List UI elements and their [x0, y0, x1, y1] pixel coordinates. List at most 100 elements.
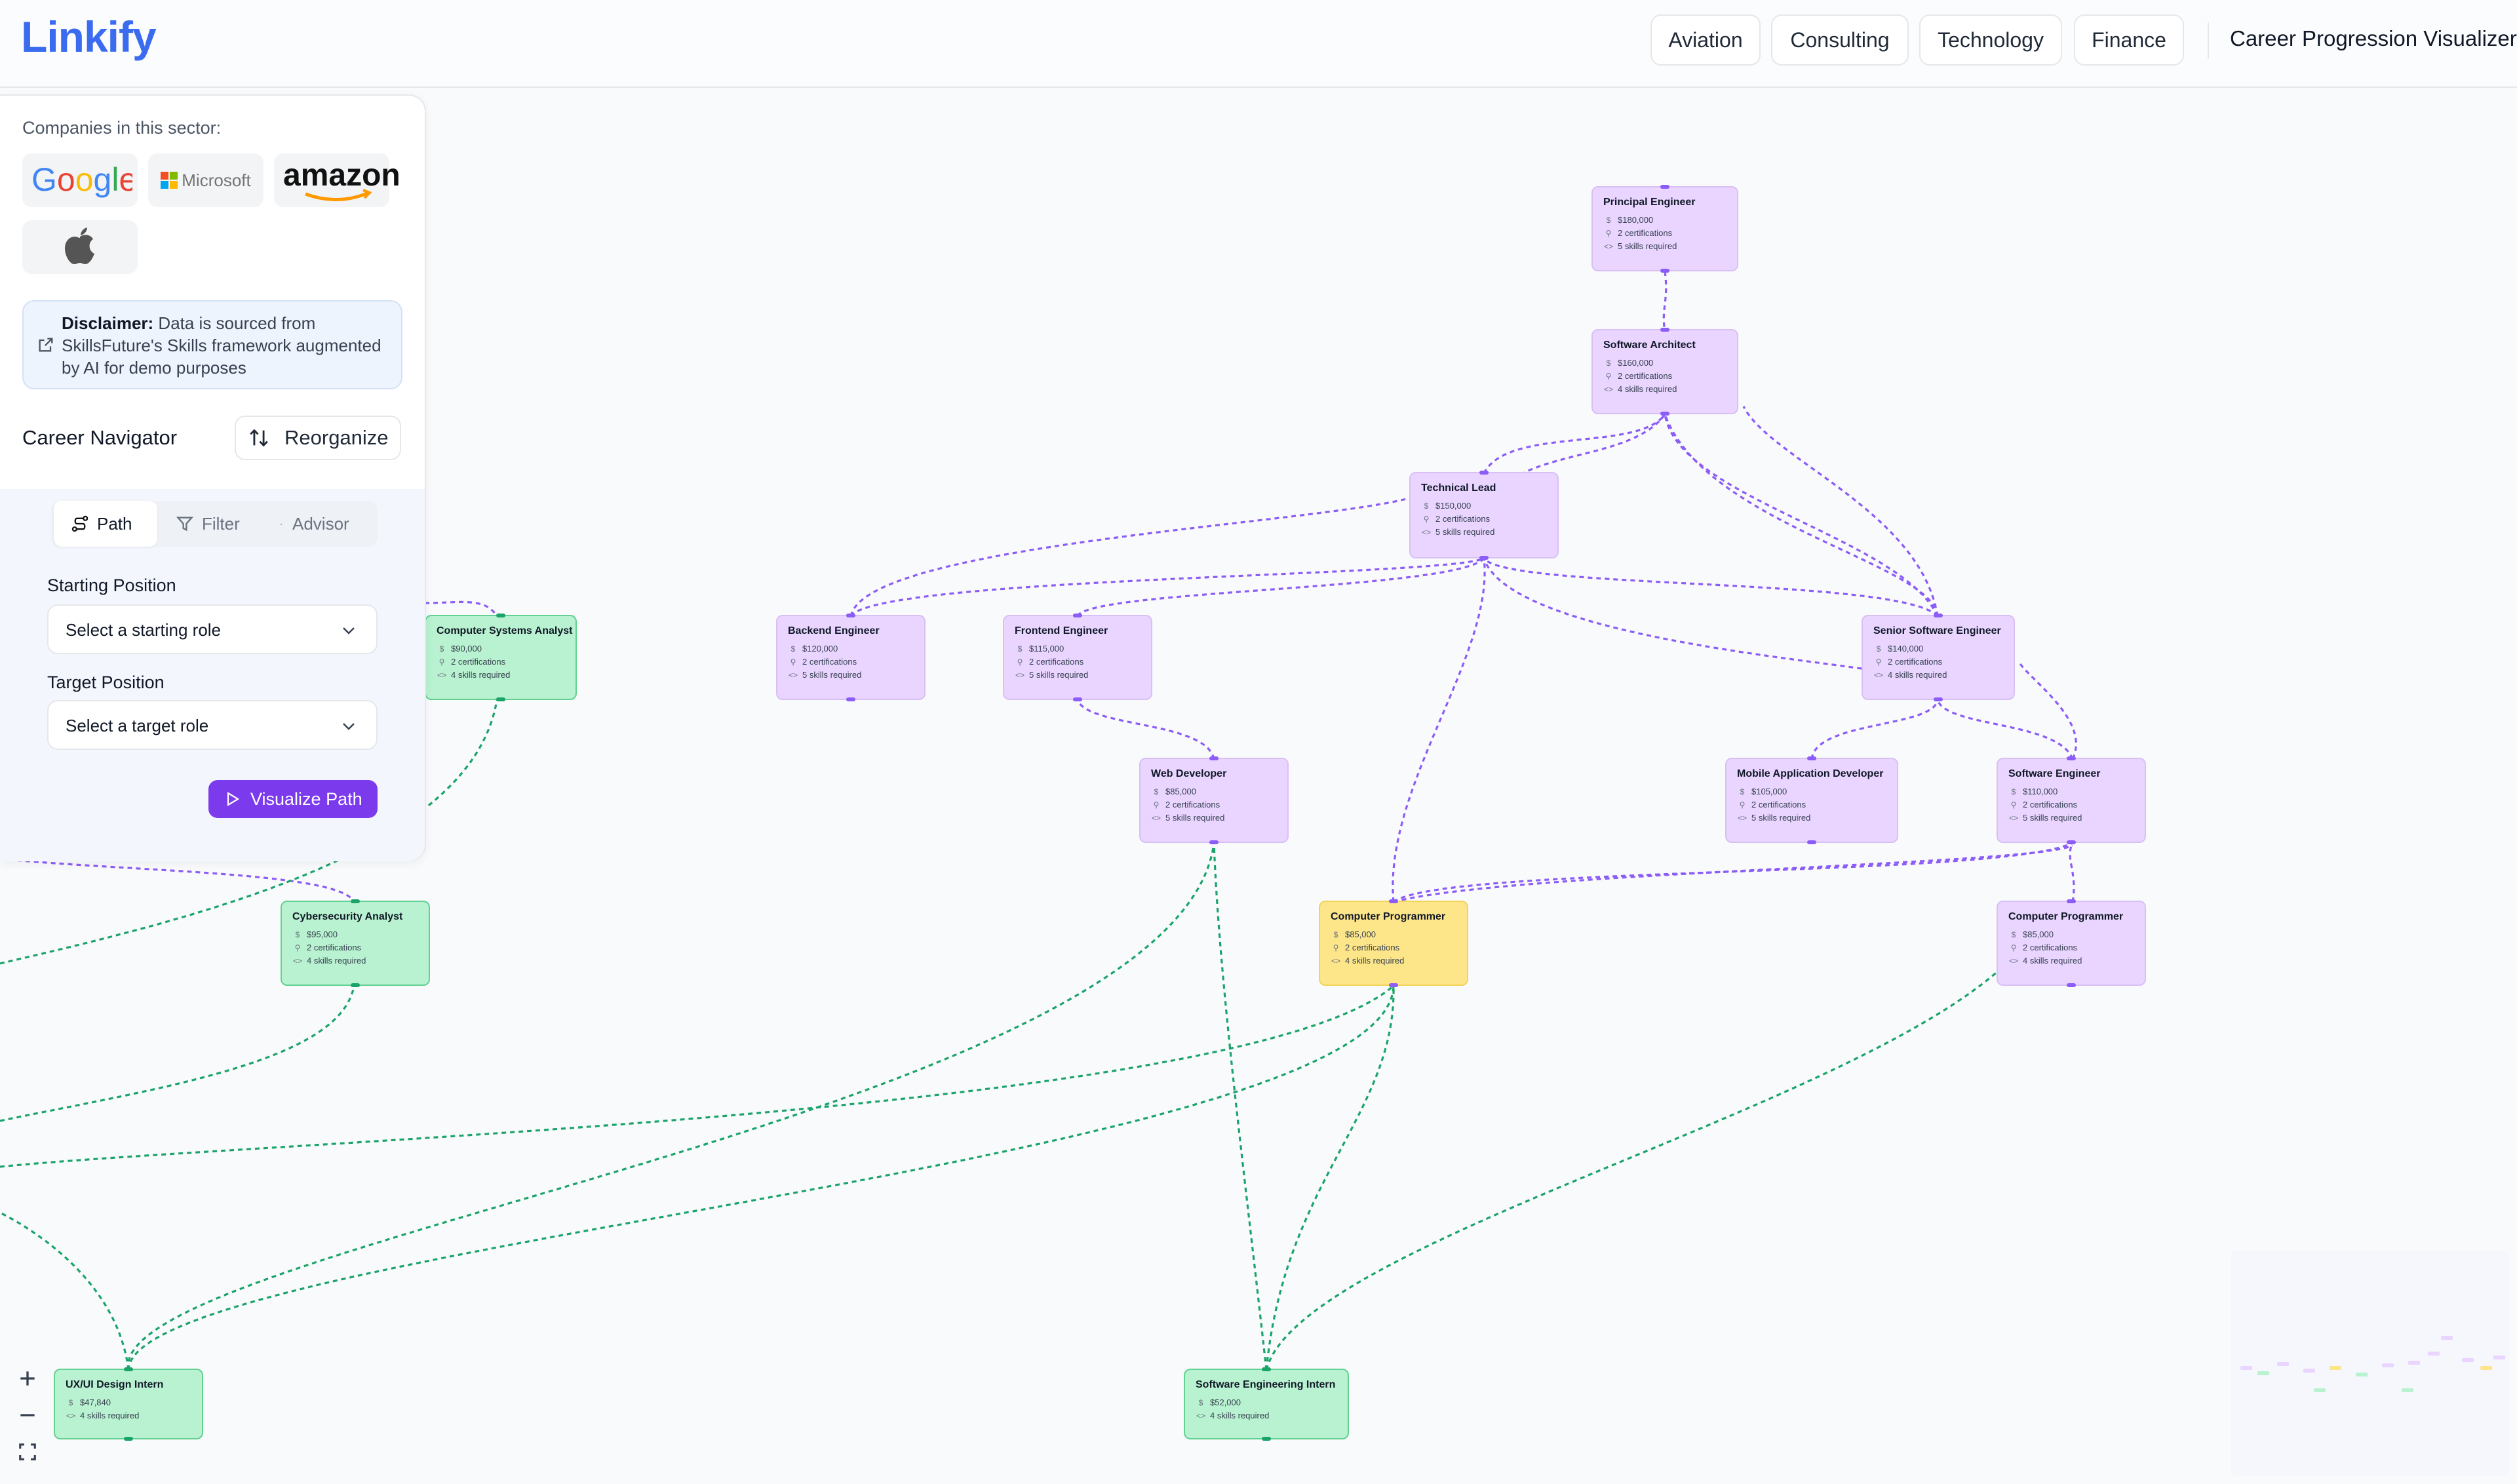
- node-handle-top[interactable]: [496, 614, 505, 617]
- dollar-icon: $: [1198, 1397, 1203, 1407]
- edge-webdev-frontend: [1076, 699, 1215, 760]
- role-title: Computer Programmer: [2008, 911, 2124, 922]
- google-logo[interactable]: Google: [22, 153, 138, 207]
- node-handle-bottom[interactable]: [1262, 1437, 1271, 1441]
- node-handle-bottom[interactable]: [1389, 983, 1398, 987]
- tab-advisor[interactable]: · Advisor: [279, 501, 371, 547]
- role-salary: $$140,000: [1873, 644, 2003, 654]
- node-handle-top[interactable]: [2067, 899, 2076, 903]
- external-link-icon[interactable]: [37, 336, 55, 354]
- role-node-web-developer[interactable]: Web Developer$$85,000⚲2 certifications<>…: [1139, 756, 1289, 844]
- nav-technology[interactable]: Technology: [1919, 14, 2062, 66]
- node-handle-top[interactable]: [124, 1367, 133, 1371]
- advisor-dot-icon: ·: [279, 517, 283, 530]
- edge-offscreen-cyber: [0, 857, 355, 903]
- role-node-uxui-design-intern[interactable]: UX/UI Design Intern$$47,840<>4 skills re…: [54, 1367, 203, 1441]
- node-handle-top[interactable]: [846, 614, 855, 617]
- node-handle-top[interactable]: [2067, 756, 2076, 760]
- node-handle-top[interactable]: [1479, 471, 1489, 475]
- app-logo[interactable]: Linkify: [21, 12, 157, 61]
- role-node-principal-engineer[interactable]: Principal Engineer$$180,000⚲2 certificat…: [1591, 185, 1738, 273]
- apple-logo[interactable]: [22, 220, 138, 274]
- award-icon: ⚲: [1605, 371, 1612, 381]
- node-handle-top[interactable]: [351, 899, 360, 903]
- role-node-computer-systems-analyst[interactable]: Computer Systems Analyst$$90,000⚲2 certi…: [425, 614, 577, 701]
- node-handle-bottom[interactable]: [1660, 412, 1669, 416]
- salary-value: $160,000: [1618, 358, 1654, 368]
- role-title: Backend Engineer: [788, 625, 880, 636]
- microsoft-logo[interactable]: Microsoft: [148, 153, 263, 207]
- node-handle-bottom[interactable]: [2067, 840, 2076, 844]
- dollar-icon: $: [1017, 644, 1023, 654]
- node-handle-top[interactable]: [1934, 614, 1943, 617]
- salary-value: $95,000: [307, 929, 338, 939]
- node-handle-top[interactable]: [1807, 756, 1816, 760]
- node-handle-bottom[interactable]: [1807, 840, 1816, 844]
- code-icon: <>: [66, 1411, 75, 1420]
- role-node-software-engineering-intern[interactable]: Software Engineering Intern$$52,000<>4 s…: [1184, 1367, 1349, 1441]
- node-handle-top[interactable]: [1209, 756, 1219, 760]
- tab-path[interactable]: Path: [54, 501, 157, 547]
- role-node-computer-programmer-b[interactable]: Computer Programmer$$85,000⚲2 certificat…: [1997, 899, 2146, 987]
- node-handle-bottom[interactable]: [496, 697, 505, 701]
- role-skills: <>5 skills required: [1015, 670, 1141, 680]
- role-node-mobile-application-developer[interactable]: Mobile Application Developer$$105,000⚲2 …: [1725, 756, 1898, 844]
- tab-filter[interactable]: Filter: [176, 501, 267, 547]
- edge-offscreen-programmer: [0, 985, 1395, 1168]
- role-salary: $$115,000: [1015, 644, 1141, 654]
- nav-consulting[interactable]: Consulting: [1771, 14, 1909, 66]
- node-handle-top[interactable]: [1660, 328, 1669, 332]
- amazon-logo[interactable]: amazon: [274, 153, 400, 207]
- skills-value: 5 skills required: [1751, 813, 1811, 823]
- target-role-select[interactable]: Select a target role: [47, 700, 378, 750]
- node-handle-bottom[interactable]: [1209, 840, 1219, 844]
- visualize-path-button[interactable]: Visualize Path: [208, 780, 378, 818]
- role-node-technical-lead[interactable]: Technical Lead$$150,000⚲2 certifications…: [1409, 471, 1559, 560]
- certifications-value: 2 certifications: [802, 657, 857, 667]
- dollar-icon: $: [1876, 644, 1881, 654]
- fit-view-button[interactable]: [9, 1435, 46, 1468]
- role-certifications: ⚲2 certifications: [1015, 657, 1141, 667]
- node-handle-bottom[interactable]: [351, 983, 360, 987]
- dollar-icon: $: [1424, 501, 1429, 511]
- dollar-icon: $: [1606, 215, 1611, 225]
- role-node-software-engineer[interactable]: Software Engineer$$110,000⚲2 certificati…: [1997, 756, 2146, 844]
- role-node-senior-software-engineer[interactable]: Senior Software Engineer$$140,000⚲2 cert…: [1862, 614, 2015, 701]
- nav-aviation[interactable]: Aviation: [1650, 14, 1761, 66]
- node-handle-top[interactable]: [1073, 614, 1082, 617]
- certifications-value: 2 certifications: [1618, 371, 1673, 381]
- certifications-value: 2 certifications: [1345, 943, 1400, 952]
- minimap[interactable]: [2231, 1251, 2509, 1476]
- node-handle-bottom[interactable]: [846, 697, 855, 701]
- starting-position-label: Starting Position: [47, 576, 176, 595]
- starting-role-select[interactable]: Select a starting role: [47, 604, 378, 654]
- role-node-computer-programmer-a[interactable]: Computer Programmer$$85,000⚲2 certificat…: [1319, 899, 1468, 987]
- node-handle-top[interactable]: [1660, 185, 1669, 189]
- code-icon: <>: [2008, 956, 2018, 966]
- node-handle-top[interactable]: [1389, 899, 1398, 903]
- reorganize-button[interactable]: Reorganize: [235, 416, 401, 460]
- edge-mobile-senior: [1810, 699, 1939, 760]
- role-node-software-architect[interactable]: Software Architect$$160,000⚲2 certificat…: [1591, 328, 1738, 416]
- dollar-icon: $: [68, 1397, 73, 1407]
- node-handle-top[interactable]: [1262, 1367, 1271, 1371]
- node-handle-bottom[interactable]: [1660, 269, 1669, 273]
- role-title: Computer Systems Analyst: [437, 625, 573, 636]
- role-node-cybersecurity-analyst[interactable]: Cybersecurity Analyst$$95,000⚲2 certific…: [281, 899, 430, 987]
- role-node-backend-engineer[interactable]: Backend Engineer$$120,000⚲2 certificatio…: [776, 614, 926, 701]
- skills-value: 5 skills required: [1435, 527, 1495, 537]
- node-handle-bottom[interactable]: [124, 1437, 133, 1441]
- amazon-wordmark-wrap: amazon: [279, 157, 400, 203]
- minimap-node: [2356, 1373, 2368, 1377]
- nav-finance[interactable]: Finance: [2074, 14, 2184, 66]
- role-node-frontend-engineer[interactable]: Frontend Engineer$$115,000⚲2 certificati…: [1003, 614, 1152, 701]
- node-handle-bottom[interactable]: [2067, 983, 2076, 987]
- zoom-in-button[interactable]: [9, 1362, 46, 1395]
- node-handle-bottom[interactable]: [1479, 556, 1489, 560]
- role-title: Cybersecurity Analyst: [292, 911, 403, 922]
- node-handle-bottom[interactable]: [1934, 697, 1943, 701]
- skills-value: 4 skills required: [451, 670, 511, 680]
- node-handle-bottom[interactable]: [1073, 697, 1082, 701]
- zoom-out-button[interactable]: [9, 1399, 46, 1432]
